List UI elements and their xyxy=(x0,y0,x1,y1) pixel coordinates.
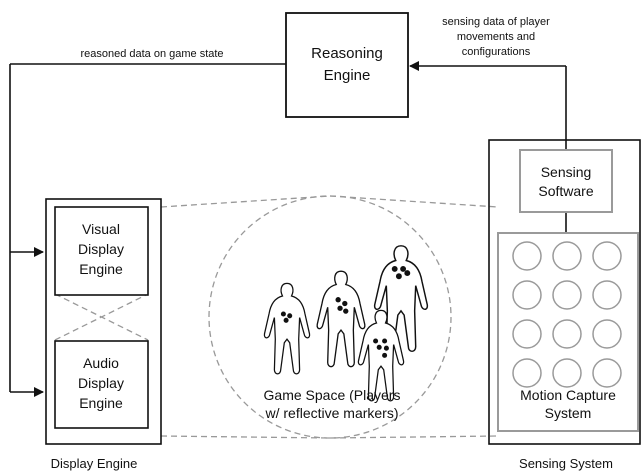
reflective-marker xyxy=(337,305,343,311)
display-engine-caption: Display Engine xyxy=(51,456,138,471)
motion-capture-label-1: Motion Capture xyxy=(520,387,616,403)
reflective-marker xyxy=(335,297,341,303)
reasoned-data-label: reasoned data on game state xyxy=(80,48,223,60)
audio-display-label-3: Engine xyxy=(79,395,123,411)
camera-circle xyxy=(592,241,622,271)
reflective-marker xyxy=(342,300,348,307)
camera-circle xyxy=(552,358,582,388)
reasoning-engine-label-1: Reasoning xyxy=(311,45,383,62)
projection-lines xyxy=(54,195,499,439)
visual-display-label-2: Display xyxy=(78,241,124,257)
audio-display-label-2: Display xyxy=(78,375,124,391)
reasoning-engine-label-2: Engine xyxy=(324,67,371,84)
reflective-marker xyxy=(373,338,379,344)
reflective-marker xyxy=(376,344,382,350)
camera-circle xyxy=(552,319,582,349)
player-body xyxy=(316,270,366,368)
reflective-marker xyxy=(382,338,388,344)
reflective-marker xyxy=(382,352,388,358)
game-space: Game Space (Players w/ reflective marker… xyxy=(263,245,429,421)
game-space-label-2: w/ reflective markers) xyxy=(264,405,398,421)
reflective-marker xyxy=(391,265,398,272)
sensing-system: Sensing Software Motion Capture System S… xyxy=(488,139,641,471)
visual-display-label-1: Visual xyxy=(82,221,120,237)
sensing-software-label-1: Sensing xyxy=(541,164,592,180)
camera-circle xyxy=(592,280,622,310)
camera-circle xyxy=(512,319,542,349)
reflective-marker xyxy=(404,270,411,277)
reflective-marker xyxy=(400,265,407,272)
player-body xyxy=(357,309,405,402)
players-group xyxy=(263,245,429,402)
camera-circle xyxy=(512,241,542,271)
reflective-marker xyxy=(287,313,293,319)
game-space-circle xyxy=(208,195,452,439)
camera-circle xyxy=(552,280,582,310)
audio-display-label-1: Audio xyxy=(83,355,119,371)
reflective-marker xyxy=(383,345,389,351)
camera-grid xyxy=(512,241,622,388)
visual-display-label-3: Engine xyxy=(79,261,123,277)
reflective-marker xyxy=(283,317,289,323)
player-figure xyxy=(263,282,311,375)
motion-capture-label-2: System xyxy=(545,405,592,421)
reasoning-engine: Reasoning Engine xyxy=(285,12,409,118)
player-figure xyxy=(316,270,366,368)
game-space-label-1: Game Space (Players xyxy=(264,387,401,403)
camera-circle xyxy=(592,319,622,349)
camera-circle xyxy=(592,358,622,388)
sensing-data-label-3: configurations xyxy=(462,46,531,58)
connectors xyxy=(9,61,567,397)
reflective-marker xyxy=(395,273,402,280)
audio-display-engine: Audio Display Engine xyxy=(54,340,149,429)
reflective-marker xyxy=(280,311,286,317)
player-figure xyxy=(357,309,405,402)
sensing-system-caption: Sensing System xyxy=(519,456,613,471)
player-body xyxy=(263,282,311,375)
display-engine: Visual Display Engine Audio Display Engi… xyxy=(45,198,162,471)
sensing-software: Sensing Software xyxy=(519,149,613,213)
camera-circle xyxy=(512,280,542,310)
motion-capture-system: Motion Capture System xyxy=(497,232,639,432)
camera-circle xyxy=(552,241,582,271)
sensing-data-label-2: movements and xyxy=(457,31,535,43)
sensing-software-label-2: Software xyxy=(538,183,593,199)
camera-circle xyxy=(512,358,542,388)
reflective-marker xyxy=(343,308,349,314)
visual-display-engine: Visual Display Engine xyxy=(54,206,149,296)
sensing-data-label-1: sensing data of player xyxy=(442,16,550,28)
